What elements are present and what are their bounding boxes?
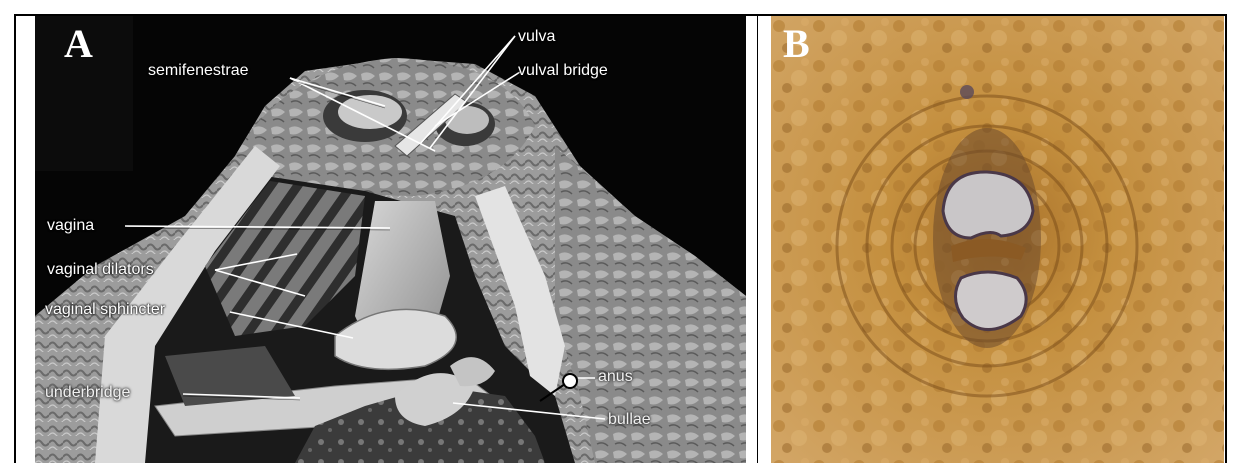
label-bullae: bullae	[608, 412, 651, 428]
label-underbridge: underbridge	[45, 385, 130, 401]
label-vulva: vulva	[518, 29, 555, 45]
label-anus: anus	[598, 369, 633, 385]
panel-label-b: B	[783, 24, 810, 64]
label-vagina: vagina	[47, 218, 94, 234]
panel-label-a: A	[64, 24, 93, 64]
frame-right-border	[1225, 14, 1227, 463]
label-semifenestrae: semifenestrae	[148, 63, 249, 79]
label-vaginal-sphincter: vaginal sphincter	[45, 302, 165, 318]
micrograph-image	[771, 16, 1224, 463]
frame-divider	[757, 14, 758, 463]
vulval-cone-illustration	[35, 16, 746, 463]
panel-b-micrograph	[771, 16, 1224, 463]
frame-left-border	[14, 14, 16, 463]
panel-a-diagram	[35, 16, 746, 463]
label-vaginal-dilators: vaginal dilators	[47, 262, 154, 278]
label-vulval-bridge: vulval bridge	[518, 63, 608, 79]
